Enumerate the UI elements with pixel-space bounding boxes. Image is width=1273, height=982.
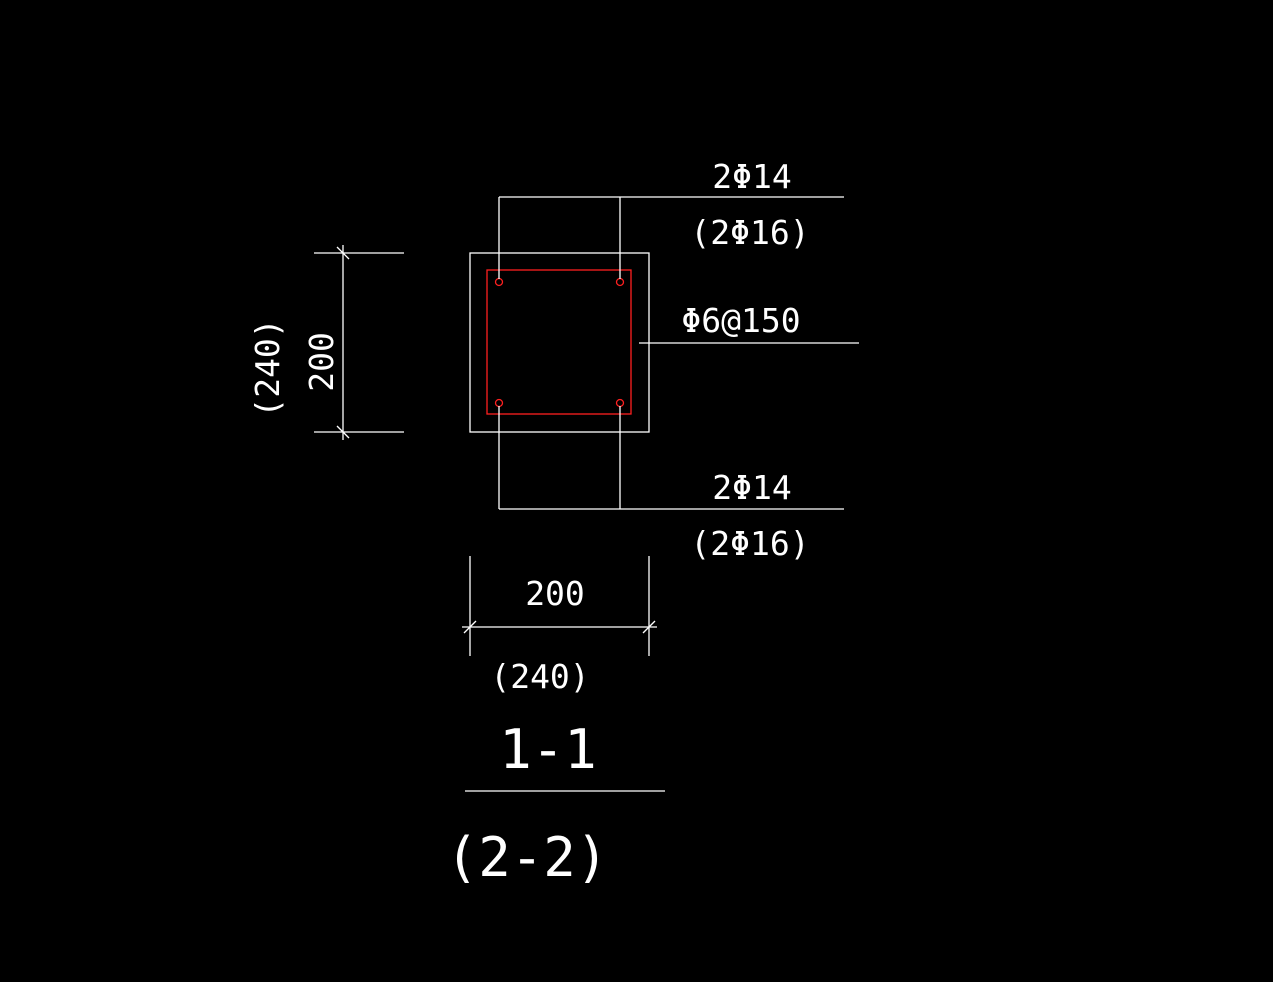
height-dimension xyxy=(314,245,404,440)
bottom-bar-leader xyxy=(498,406,844,510)
rebar-bottom-left xyxy=(494,398,504,408)
rebar-top-right xyxy=(615,277,625,287)
top-bar-leader xyxy=(498,196,844,279)
width-dimension-label: 200 xyxy=(525,574,585,613)
rebar-bottom-right xyxy=(615,398,625,408)
section-title-alt: (2-2) xyxy=(446,826,609,889)
top-bar-alt-label: (2Φ16) xyxy=(690,213,809,252)
top-bar-label: 2Φ14 xyxy=(712,157,791,196)
section-title: 1-1 xyxy=(499,718,597,781)
bottom-bar-label: 2Φ14 xyxy=(712,468,791,507)
stirrup-outline xyxy=(486,269,632,415)
height-dimension-label: 200 xyxy=(302,332,341,392)
bottom-bar-alt-label: (2Φ16) xyxy=(690,524,809,563)
height-dimension-alt-label: (240) xyxy=(248,318,287,417)
width-dimension-alt-label: (240) xyxy=(490,657,589,696)
width-dimension xyxy=(462,556,657,656)
stirrup-label: Φ6@150 xyxy=(681,301,800,340)
rebar-top-left xyxy=(494,277,504,287)
